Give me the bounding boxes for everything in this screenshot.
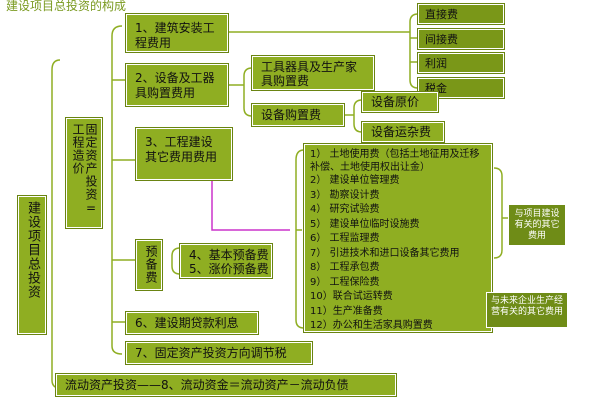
root-node: 建设项目总投资 <box>18 196 46 334</box>
b2-equipment-purchase: 设备购置费 <box>252 104 344 126</box>
b1-tax: 税金 <box>418 78 504 98</box>
b1-indirect-cost: 间接费 <box>418 29 504 49</box>
diagram-title: 建设项目总投资的构成 <box>6 0 127 13</box>
fixed-assets-node: 固定资产投资=工程造价 <box>66 118 102 228</box>
current-assets-investment: 流动资产投资——8、流动资金＝流动资产－流动负债 <box>56 374 396 396</box>
other-cost-item: 8） 工程承包费 <box>310 262 380 273</box>
b2-tools-purchase: 工具器具及生产家具购置费 <box>252 56 374 90</box>
basic-reserve-label: 4、基本预备费 <box>189 248 269 262</box>
branch-equipment-tools: 2、设备及工器具购置费用 <box>126 64 228 106</box>
b1-direct-cost: 直接费 <box>418 4 504 24</box>
equipment-original-price: 设备原价 <box>362 92 438 112</box>
branch-other-construction: 3、工程建设其它费用费用 <box>136 128 232 180</box>
other-cost-item: 3） 勘察设计费 <box>310 189 380 201</box>
branch-loan-interest: 6、建设期贷款利息 <box>126 312 258 334</box>
basic-reserve-fund: 4、基本预备费 5、涨价预备费 <box>180 244 272 278</box>
other-cost-item: 6） 工程监理费 <box>310 233 380 244</box>
b1-profit: 利润 <box>418 53 504 73</box>
reserve-fund-group: 预备费 <box>136 240 162 290</box>
note-future-operation: 与未来企业生产经营有关的其它费用 <box>486 292 568 328</box>
price-reserve-label: 5、涨价预备费 <box>189 262 269 276</box>
other-cost-item: 1） 土地使用费（包括土地征用及迁移补偿、土地使用权出让金） <box>310 149 480 173</box>
other-cost-item: 4） 研究试验费 <box>310 204 380 215</box>
other-cost-item: 2） 建设单位管理费 <box>310 175 400 186</box>
equipment-transport-cost: 设备运杂费 <box>362 122 444 142</box>
other-costs-list: 1） 土地使用费（包括土地征用及迁移补偿、土地使用权出让金） 2） 建设单位管理… <box>304 144 492 332</box>
other-cost-item: 11）生产准备费 <box>310 305 383 317</box>
other-cost-item: 10）联合试运转费 <box>310 291 393 302</box>
other-cost-item: 9） 工程保险费 <box>310 276 380 288</box>
other-cost-item: 5） 建设单位临时设施费 <box>310 218 420 230</box>
branch-investment-tax: 7、固定资产投资方向调节税 <box>126 342 312 364</box>
other-cost-item: 12）办公和生活家具购置费 <box>310 320 433 331</box>
other-cost-item: 7） 引进技术和进口设备其它费用 <box>310 247 460 259</box>
branch-construction-install: 1、建筑安装工程费用 <box>126 14 228 52</box>
note-project-related: 与项目建设有关的其它费用 <box>508 204 566 246</box>
